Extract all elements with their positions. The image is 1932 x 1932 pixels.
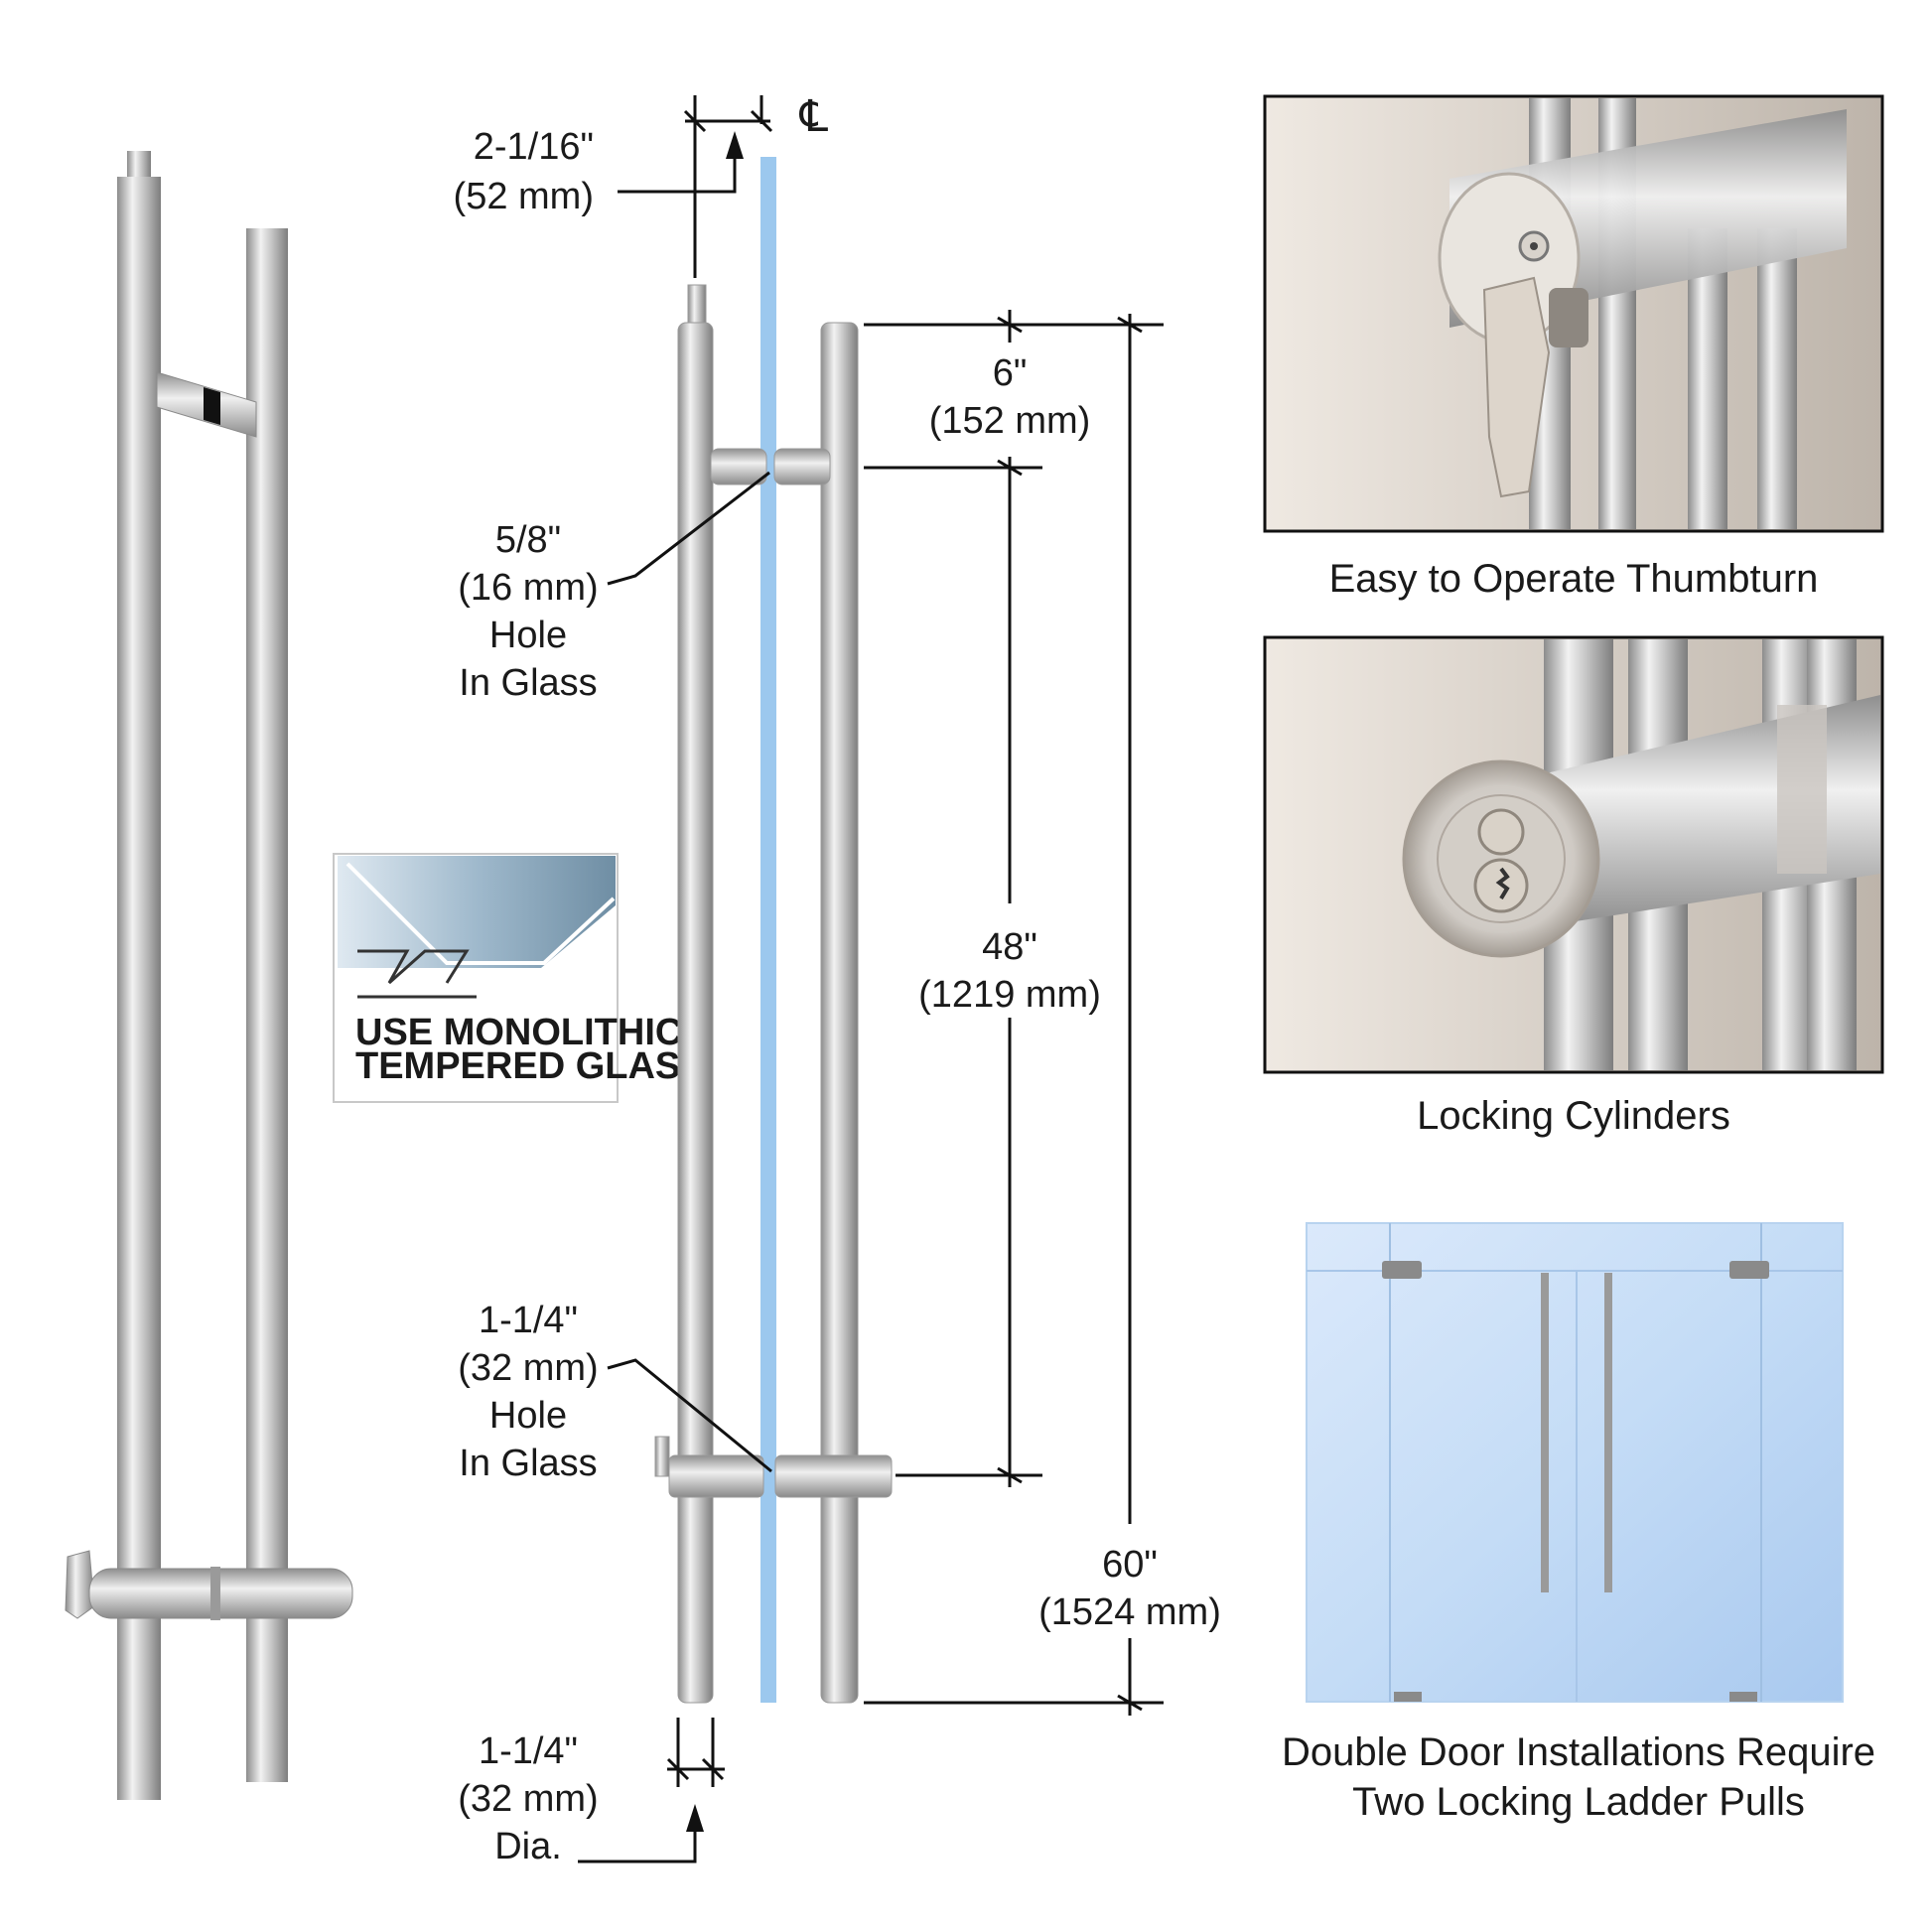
door-patch-fitting [1729,1261,1769,1279]
glass-pane-graphic [338,856,616,968]
badge-line-2: TEMPERED GLASS [355,1045,706,1087]
key-cylinder-icon [1477,808,1525,856]
arrow-icon [686,1804,704,1832]
offset-imperial: 2-1/16" [474,126,594,168]
diameter-metric: (32 mm) [458,1778,598,1820]
center-to-center-metric: (1219 mm) [918,974,1101,1016]
top-offset-metric: (152 mm) [929,400,1091,442]
diameter-imperial: 1-1/4" [479,1730,578,1772]
door-patch-fitting [1382,1261,1422,1279]
upper-standoff-right [773,448,831,485]
glass-monogram-icon [357,949,477,999]
dimension-drawing: 2-1/16" (52 mm) ℄ 5/8" (16 mm) Hole In G… [454,91,1221,1867]
door-ladder-pull [1604,1273,1612,1592]
lower-lock-ring [210,1567,220,1620]
lock-tab [654,1436,670,1477]
small-hole-metric: (16 mm) [458,567,598,609]
lock-thumbturn [65,1550,95,1619]
thumbturn-lever [1482,276,1551,498]
pull-right [820,322,859,1704]
arrow-icon [726,131,744,159]
offset-metric: (52 mm) [454,176,594,217]
badge-line-1: USE MONOLITHIC [355,1012,682,1053]
right-bar [246,228,288,1782]
lower-lock-body [88,1568,353,1619]
cylinder-caption: Locking Cylinders [1417,1094,1730,1138]
center-to-center-imperial: 48" [982,926,1037,968]
overall-length-metric: (1524 mm) [1038,1591,1221,1633]
glass-panel [760,157,776,1703]
diameter-line3: Dia. [494,1826,562,1867]
large-hole-line3: Hole [489,1395,567,1437]
door-patch-fitting [1394,1692,1422,1702]
centerline-symbol: ℄ [799,91,829,142]
small-hole-line3: Hole [489,615,567,656]
thumbturn-photo [1263,94,1884,533]
thumbturn-caption: Easy to Operate Thumbturn [1329,557,1819,601]
pull-left [677,322,714,1704]
tempered-glass-badge: USE MONOLITHIC TEMPERED GLASS [333,853,706,1103]
double-door-caption-line1: Double Door Installations Require [1282,1730,1875,1774]
double-door-caption-line2: Two Locking Ladder Pulls [1352,1780,1805,1824]
large-hole-metric: (32 mm) [458,1347,598,1389]
lower-standoff-right [774,1454,893,1498]
overall-length-imperial: 60" [1102,1544,1158,1586]
small-hole-line4: In Glass [459,662,597,704]
lower-standoff-left [668,1454,764,1498]
left-bar-tip [127,151,151,181]
small-hole-imperial: 5/8" [495,519,561,561]
lock-spindle [687,284,707,326]
cylinder-photo [1263,635,1884,1074]
large-hole-imperial: 1-1/4" [479,1300,578,1341]
upper-standoff-left [710,448,767,485]
door-ladder-pull [1541,1273,1549,1592]
double-door-illustration [1306,1222,1844,1703]
ladder-pull-perspective [65,151,353,1800]
standoff-gasket [204,387,220,425]
left-bar [117,177,161,1800]
large-hole-line4: In Glass [459,1443,597,1484]
top-offset-imperial: 6" [993,352,1028,394]
door-patch-fitting [1729,1692,1757,1702]
keyway-icon [1495,867,1510,900]
